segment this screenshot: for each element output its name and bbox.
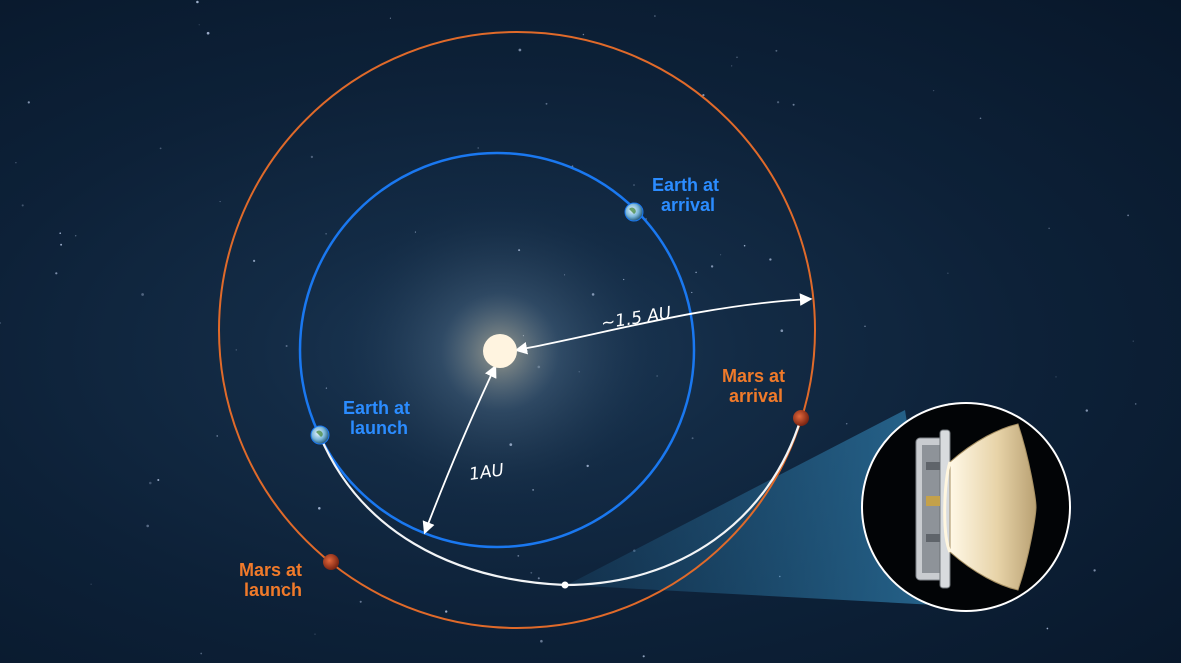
label-mars-launch: Mars at launch — [239, 560, 307, 600]
star — [74, 235, 77, 237]
star — [743, 244, 746, 247]
star — [1134, 403, 1137, 405]
star — [695, 271, 697, 274]
star — [845, 423, 848, 425]
spacecraft-inset — [861, 402, 1071, 612]
star — [775, 49, 778, 52]
star — [1132, 340, 1134, 342]
mars-icon — [323, 554, 339, 570]
star — [252, 259, 256, 263]
star — [545, 102, 548, 105]
star — [59, 232, 62, 235]
star — [200, 652, 203, 655]
distance-arrow-earth — [422, 364, 497, 535]
star — [90, 583, 92, 585]
star — [517, 554, 520, 557]
star — [633, 184, 635, 186]
earth-icon — [310, 425, 330, 445]
star — [864, 325, 866, 328]
star — [1055, 376, 1057, 378]
mars-orbit — [218, 31, 816, 629]
earth-icon — [624, 202, 644, 222]
star — [979, 117, 982, 120]
distance-label-earth: 1AU — [468, 460, 506, 485]
star — [642, 655, 645, 658]
star — [769, 258, 772, 261]
star — [736, 56, 738, 59]
star — [15, 162, 17, 164]
star — [325, 233, 327, 235]
star — [537, 577, 540, 580]
star — [159, 147, 162, 150]
star — [235, 349, 238, 351]
star — [477, 147, 480, 149]
star — [60, 243, 63, 246]
star — [1085, 409, 1089, 412]
star — [310, 155, 314, 159]
star — [1093, 569, 1096, 572]
star — [149, 481, 152, 485]
star — [776, 101, 780, 104]
spacecraft-icon — [915, 423, 1037, 591]
star — [1048, 227, 1050, 230]
spacecraft-position-dot — [561, 581, 569, 589]
star — [285, 344, 288, 348]
star — [216, 435, 218, 437]
label-mars-arrival: Mars at arrival — [722, 366, 790, 406]
distance-arrow-mars — [514, 293, 813, 355]
star — [780, 329, 784, 333]
mars-icon — [793, 410, 809, 426]
star — [691, 291, 693, 294]
star — [1127, 214, 1129, 217]
star — [198, 24, 200, 26]
star — [654, 15, 656, 17]
star — [219, 201, 221, 203]
star — [318, 507, 321, 510]
star — [27, 101, 30, 104]
star — [389, 17, 391, 19]
label-earth-arrival: Earth at arrival — [652, 175, 724, 215]
star — [1046, 627, 1049, 630]
star — [0, 322, 2, 324]
star — [206, 31, 210, 35]
star — [146, 524, 150, 528]
star — [21, 204, 24, 207]
star — [530, 571, 533, 574]
star — [702, 93, 705, 97]
star — [325, 387, 328, 389]
star — [710, 265, 714, 268]
star — [540, 639, 543, 643]
star — [280, 585, 283, 588]
star — [141, 293, 144, 296]
star — [518, 48, 522, 52]
star — [947, 272, 949, 274]
sun-icon — [483, 334, 517, 368]
star — [720, 254, 722, 256]
star — [582, 33, 585, 36]
star — [792, 103, 795, 106]
star — [359, 600, 362, 603]
label-earth-launch: Earth at launch — [343, 398, 415, 438]
star — [691, 437, 694, 440]
star — [731, 65, 733, 67]
star — [55, 272, 58, 275]
star — [932, 89, 935, 92]
star — [445, 610, 448, 613]
star — [196, 0, 199, 4]
star — [157, 478, 160, 482]
star — [314, 633, 316, 635]
